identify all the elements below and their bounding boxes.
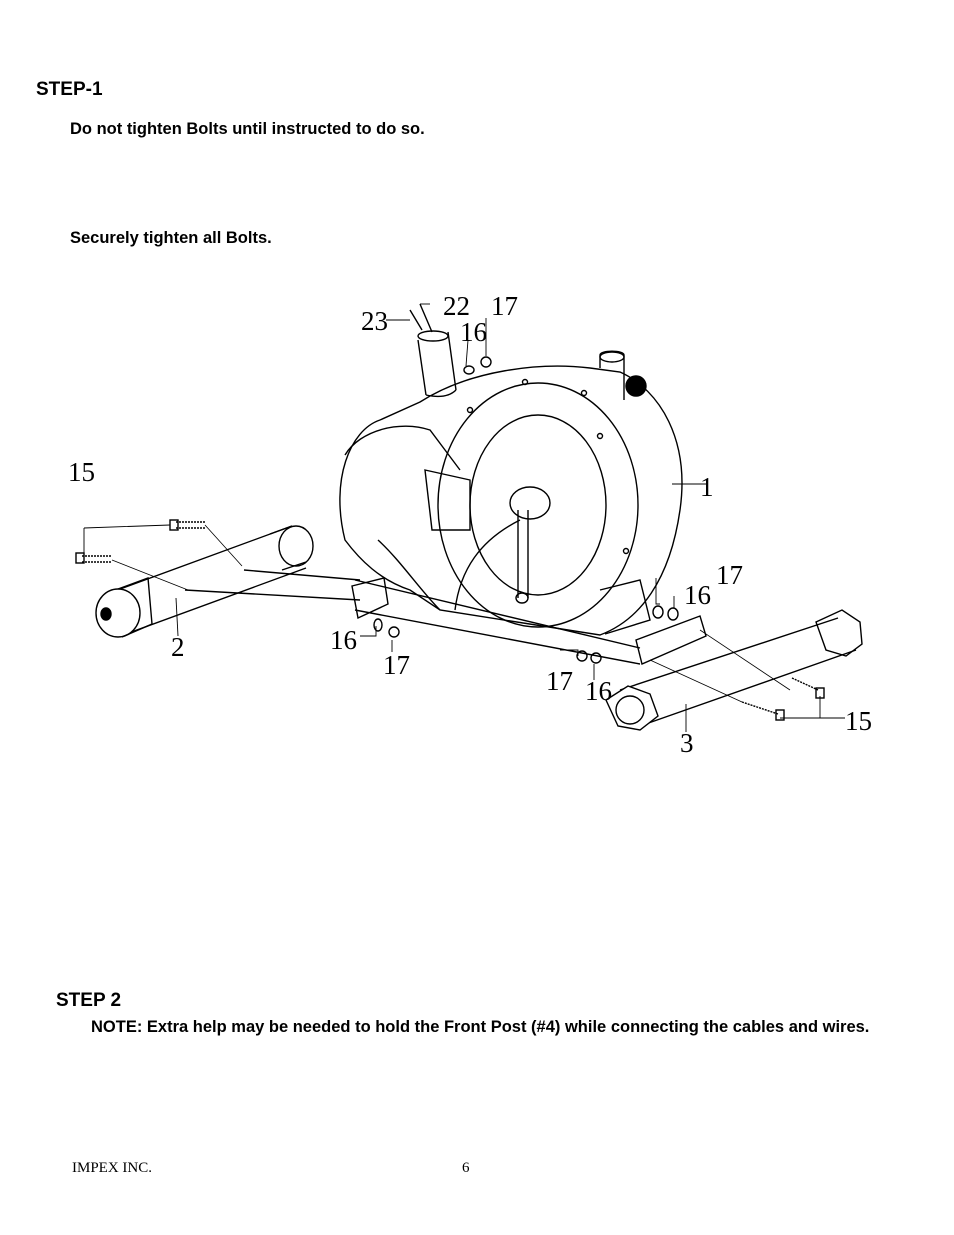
footer-company: IMPEX INC. xyxy=(72,1160,153,1176)
callout-16-top: 16 xyxy=(460,317,487,347)
main-body xyxy=(339,350,683,636)
callout-17-mid: 17 xyxy=(383,650,410,680)
callout-16-bottom: 16 xyxy=(585,676,612,706)
callout-17-top: 17 xyxy=(491,291,518,321)
callout-1: 1 xyxy=(700,472,714,502)
callout-16-right: 16 xyxy=(684,580,711,610)
step1-heading: STEP-1 xyxy=(36,79,103,100)
step2-note: NOTE: Extra help may be needed to hold t… xyxy=(91,1018,870,1036)
leader-lines xyxy=(175,303,706,732)
rear-stabilizer xyxy=(95,525,314,638)
callout-23: 23 xyxy=(361,306,388,336)
callout-2: 2 xyxy=(171,632,185,662)
do-not-tighten-note: Do not tighten Bolts until instructed to… xyxy=(70,120,425,138)
upright-post xyxy=(409,303,457,398)
page-number: 6 xyxy=(462,1160,470,1176)
front-stabilizer xyxy=(605,609,863,731)
callout-15-left: 15 xyxy=(68,457,95,487)
callout-22: 22 xyxy=(443,291,470,321)
step2-heading: STEP 2 xyxy=(56,990,122,1011)
hardware-small xyxy=(373,356,679,664)
callout-17-right: 17 xyxy=(716,560,743,590)
callout-17-bottom: 17 xyxy=(546,666,573,696)
main-frame xyxy=(184,569,707,665)
tighten-bolts-note: Securely tighten all Bolts. xyxy=(70,229,272,247)
callout-15-right: 15 xyxy=(845,706,872,736)
callout-3: 3 xyxy=(680,728,694,758)
callout-16-mid: 16 xyxy=(330,625,357,655)
rear-bolts xyxy=(75,519,243,591)
front-bolts xyxy=(649,629,845,721)
